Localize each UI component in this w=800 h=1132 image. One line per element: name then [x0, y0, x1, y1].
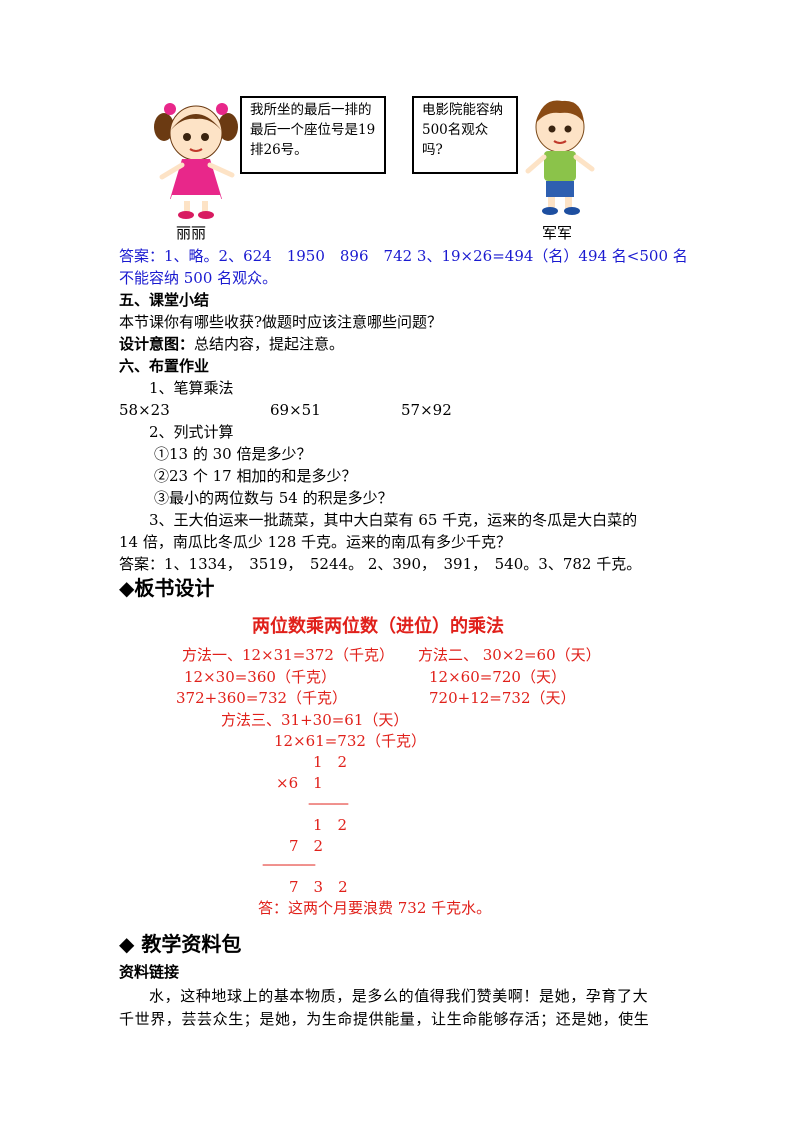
board-heading: ◆板书设计 — [119, 576, 215, 600]
section-5-heading: 五、课堂小结 — [119, 291, 210, 309]
method-2-line-2: 12×60=720（天） — [429, 668, 566, 686]
answer-line-2: 不能容纳 500 名观众。 — [119, 269, 278, 287]
hw-expr-2: 69×51 — [270, 401, 321, 419]
vertical-calc-row-3: 1 2 — [313, 816, 348, 834]
vertical-calc-row-2: ×6 1 — [276, 774, 323, 792]
vertical-calc-row-5: 7 3 2 — [289, 878, 348, 896]
vertical-calc-row-1: 1 2 — [313, 753, 348, 771]
resources-line-1: 水，这种地球上的基本物质，是多么的值得我们赞美啊！是她，孕育了大 — [149, 987, 649, 1005]
vertical-calc-line-1: ——— — [308, 794, 349, 812]
girl-bubble-text: 我所坐的最后一排的最后一个座位号是19排26号。 — [250, 102, 376, 158]
hw-expr-1: 58×23 — [119, 401, 170, 419]
boy-speech-bubble: 电影院能容纳500名观众吗? — [412, 96, 518, 174]
vertical-calc-line-2: ———— — [262, 855, 316, 873]
girl-illustration — [150, 95, 242, 220]
resources-subheading: 资料链接 — [119, 963, 180, 981]
hw-item-1-title: 1、笔算乘法 — [149, 379, 234, 397]
hw-expr-3: 57×92 — [401, 401, 452, 419]
boy-illustration — [520, 95, 600, 220]
girl-name: 丽丽 — [176, 224, 207, 242]
method-2-line-3: 720+12=732（天） — [429, 689, 576, 707]
section-5-text: 本节课你有哪些收获?做题时应该注意哪些问题？ — [119, 313, 443, 331]
method-1-line-2: 12×30=360（千克） — [184, 668, 336, 686]
boy-bubble-text: 电影院能容纳500名观众吗? — [422, 102, 503, 158]
hw-item-3-line2: 14 倍，南瓜比冬瓜少 128 千克。运来的南瓜有多少千克？ — [119, 533, 512, 551]
design-intent: 设计意图：总结内容，提起注意。 — [119, 333, 344, 355]
girl-speech-bubble: 我所坐的最后一排的最后一个座位号是19排26号。 — [240, 96, 386, 174]
method-3-line-2: 12×61=732（千克） — [274, 732, 426, 750]
section-6-heading: 六、布置作业 — [119, 357, 210, 375]
resources-line-2: 千世界，芸芸众生；是她，为生命提供能量，让生命能够存活；还是她，使生 — [119, 1010, 650, 1028]
hw-item-2-q3: ③最小的两位数与 54 的积是多少？ — [154, 489, 393, 507]
hw-item-3-line1: 3、王大伯运来一批蔬菜，其中大白菜有 65 千克，运来的冬瓜是大白菜的 — [149, 511, 638, 529]
resources-heading: ◆ 教学资料包 — [119, 932, 242, 956]
method-1-line-1: 方法一、12×31=372（千克） — [182, 646, 394, 664]
hw-item-2-title: 2、列式计算 — [149, 423, 234, 441]
boy-name: 军军 — [542, 224, 573, 242]
hw-item-2-q2: ②23 个 17 相加的和是多少？ — [154, 467, 357, 485]
design-intent-text: 总结内容，提起注意。 — [194, 335, 345, 353]
design-intent-label: 设计意图： — [119, 335, 195, 353]
board-answer: 答：这两个月要浪费 732 千克水。 — [258, 899, 492, 917]
answer-line-1: 答案：1、略。2、624 1950 896 742 3、19×26=494（名）… — [119, 247, 688, 265]
method-3-line-1: 方法三、31+30=61（天） — [221, 711, 409, 729]
vertical-calc-row-4: 7 2 — [289, 837, 324, 855]
hw-item-2-q1: ①13 的 30 倍是多少？ — [154, 445, 312, 463]
method-1-line-3: 372+360=732（千克） — [176, 689, 348, 707]
hw-answer: 答案：1、1334， 3519， 5244。 2、390， 391， 540。3… — [119, 555, 642, 573]
method-2-line-1: 方法二、 30×2=60（天） — [418, 646, 601, 664]
board-title: 两位数乘两位数（进位）的乘法 — [252, 616, 504, 637]
